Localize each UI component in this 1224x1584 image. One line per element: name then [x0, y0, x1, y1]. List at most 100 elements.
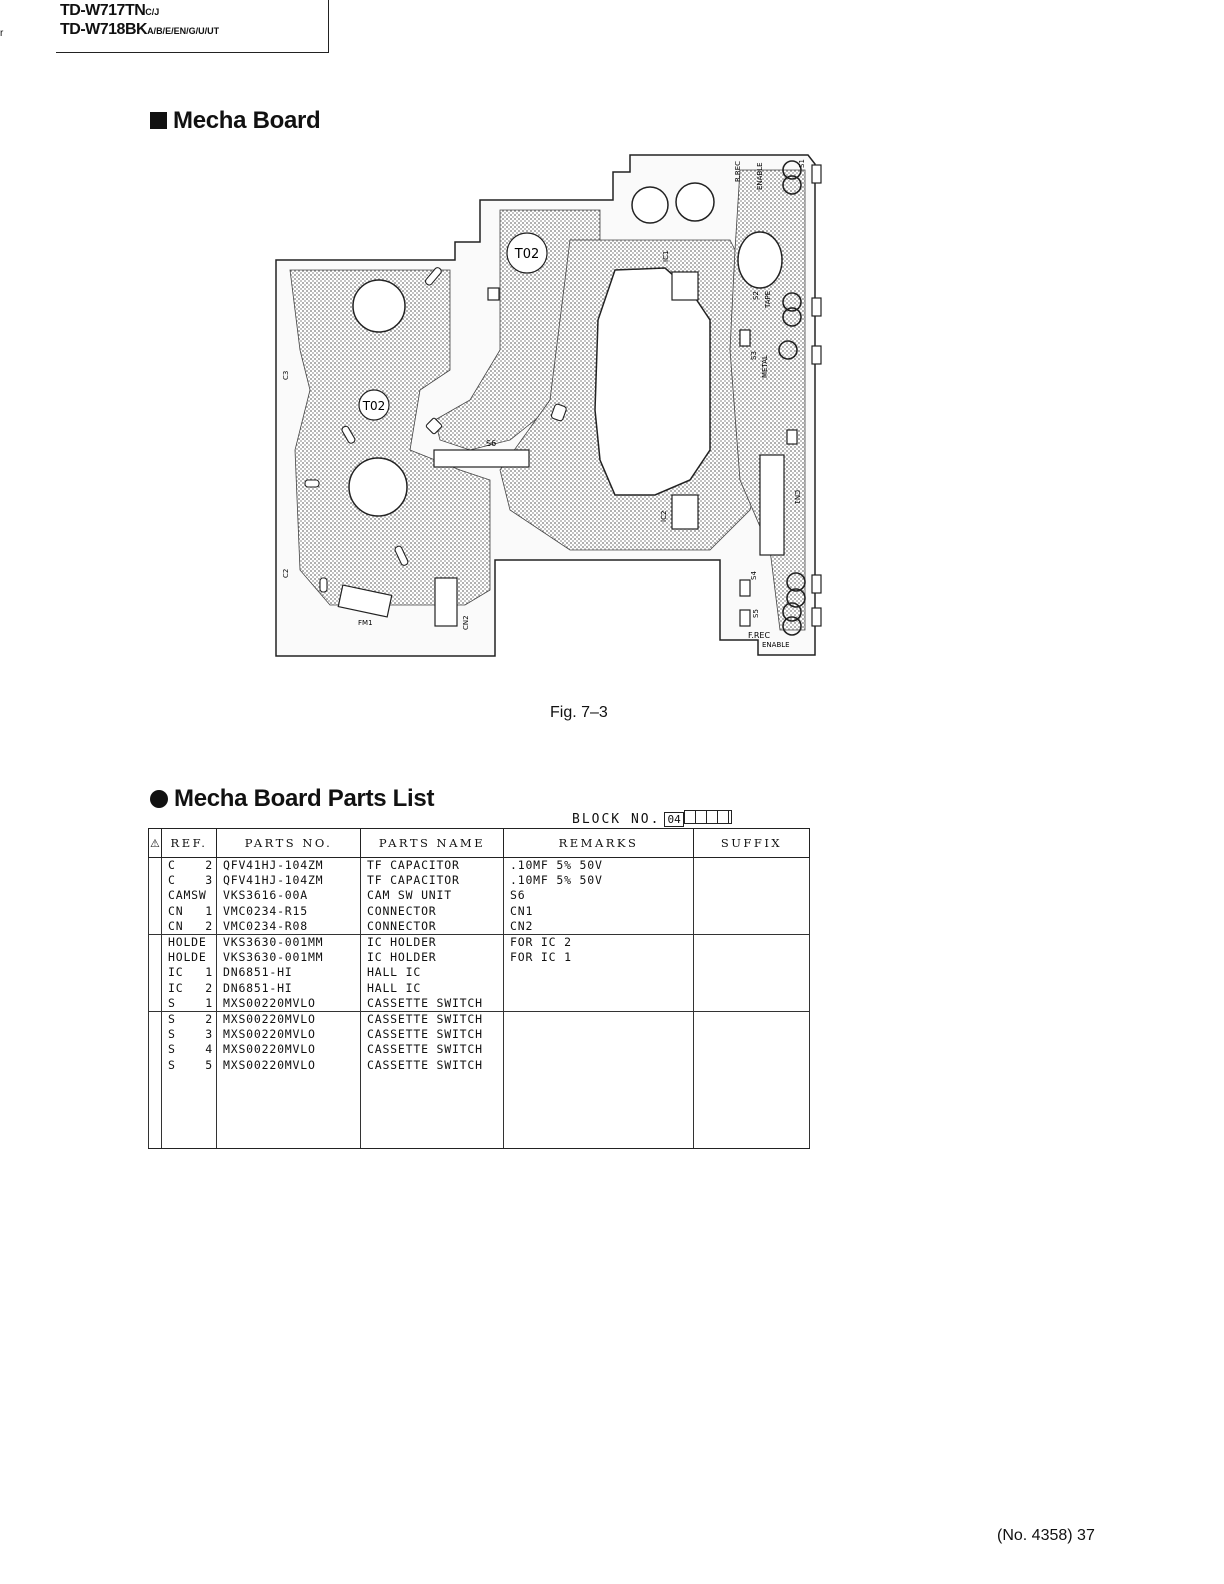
remarks-header: REMARKS	[503, 828, 694, 858]
pcb-label-cn1: CN1	[793, 490, 801, 505]
figure-caption: Fig. 7–3	[550, 704, 608, 721]
caution-cell	[148, 995, 162, 1013]
parts-name-cell: IC HOLDER	[360, 950, 504, 966]
pcb-label-s4: S4	[750, 571, 758, 580]
parts-name-header: PARTS NAME	[360, 828, 504, 858]
caution-cell	[148, 965, 162, 981]
suffix-cell	[693, 873, 810, 889]
page-number: (No. 4358) 37	[997, 1527, 1095, 1544]
remarks-cell: CN2	[503, 918, 694, 936]
parts-no-cell: VKS3630-001MM	[216, 950, 361, 966]
pcb-label-s6: S6	[486, 439, 496, 448]
model-line-1: TD-W717TNC/J	[60, 2, 160, 19]
caution-header: ⚠	[148, 828, 162, 858]
pcb-label-s3: S3	[750, 351, 758, 360]
parts-name-cell: CASSETTE SWITCH	[360, 995, 504, 1013]
parts-no-cell: DN6851-HI	[216, 965, 361, 981]
parts-table-header: ⚠ REF. PARTS NO. PARTS NAME REMARKS SUFF…	[148, 828, 810, 858]
caution-cell	[148, 934, 162, 951]
pcb-label-fm1: FM1	[358, 619, 373, 627]
remarks-cell	[503, 1027, 694, 1043]
caution-cell	[148, 1027, 162, 1043]
caution-cell	[148, 857, 162, 874]
suffix-cell	[693, 980, 810, 996]
suffix-cell	[693, 1042, 810, 1058]
caution-cell	[148, 980, 162, 996]
ref-cell: CAMSW	[161, 888, 217, 904]
caution-cell	[148, 873, 162, 889]
parts-name-cell: CONNECTOR	[360, 903, 504, 919]
block-number-value: 04	[664, 812, 684, 827]
ref-cell: HOLDE	[161, 934, 217, 951]
parts-no-cell: VMC0234-R08	[216, 918, 361, 936]
pcb-center-cutout	[594, 267, 711, 496]
remarks-cell	[503, 1057, 694, 1073]
parts-no-header: PARTS NO.	[216, 828, 361, 858]
parts-list-table: ⚠ REF. PARTS NO. PARTS NAME REMARKS SUFF…	[148, 828, 810, 1149]
caution-cell	[148, 1057, 162, 1073]
pcb-label-r-rec: R.REC	[734, 161, 742, 182]
suffix-cell	[693, 888, 810, 904]
parts-name-cell: HALL IC	[360, 980, 504, 996]
square-bullet-icon	[150, 112, 167, 129]
suffix-cell	[693, 1057, 810, 1073]
parts-no-cell: QFV41HJ-104ZM	[216, 857, 361, 874]
board-section-title: Mecha Board	[150, 107, 321, 135]
parts-name-cell: CASSETTE SWITCH	[360, 1011, 504, 1028]
caution-cell	[148, 1042, 162, 1058]
caution-cell	[148, 950, 162, 966]
remarks-cell: FOR IC 2	[503, 934, 694, 951]
suffix-cell	[693, 1027, 810, 1043]
remarks-cell	[503, 980, 694, 996]
pcb-label-enable-top: ENABLE	[756, 162, 764, 190]
parts-name-cell: CAM SW UNIT	[360, 888, 504, 904]
caution-cell	[148, 918, 162, 936]
block-number: BLOCK NO.04	[572, 810, 732, 827]
pcb-copper-left	[289, 269, 491, 606]
remarks-cell: .10MF 5% 50V	[503, 857, 694, 874]
pcb-label-s1: S1	[798, 159, 806, 168]
suffix-cell	[693, 934, 810, 951]
pcb-label-ic1: IC1	[662, 251, 670, 262]
suffix-cell	[693, 995, 810, 1013]
parts-no-cell: VKS3616-00A	[216, 888, 361, 904]
pcb-label-t02-b: T02	[362, 399, 386, 413]
suffix-cell	[693, 950, 810, 966]
pcb-label-s2: S2	[752, 291, 760, 300]
pcb-label-s5: S5	[752, 609, 760, 618]
parts-no-cell: MXS00220MVLO	[216, 1042, 361, 1058]
parts-no-cell: DN6851-HI	[216, 980, 361, 996]
caution-cell	[148, 888, 162, 904]
remarks-cell	[503, 965, 694, 981]
remarks-cell: FOR IC 1	[503, 950, 694, 966]
ref-cell: HOLDE	[161, 950, 217, 966]
parts-name-cell: CASSETTE SWITCH	[360, 1042, 504, 1058]
table-row: HOLDE VKS3630-001MM IC HOLDER FOR IC 1	[148, 950, 810, 966]
round-bullet-icon	[150, 790, 168, 808]
suffix-cell	[693, 903, 810, 919]
parts-no-cell: MXS00220MVLO	[216, 995, 361, 1013]
parts-name-cell: TF CAPACITOR	[360, 873, 504, 889]
parts-no-cell: VMC0234-R15	[216, 903, 361, 919]
remarks-cell: .10MF 5% 50V	[503, 873, 694, 889]
remarks-cell	[503, 1011, 694, 1028]
parts-no-cell: MXS00220MVLO	[216, 1057, 361, 1073]
ref-header: REF.	[161, 828, 217, 858]
